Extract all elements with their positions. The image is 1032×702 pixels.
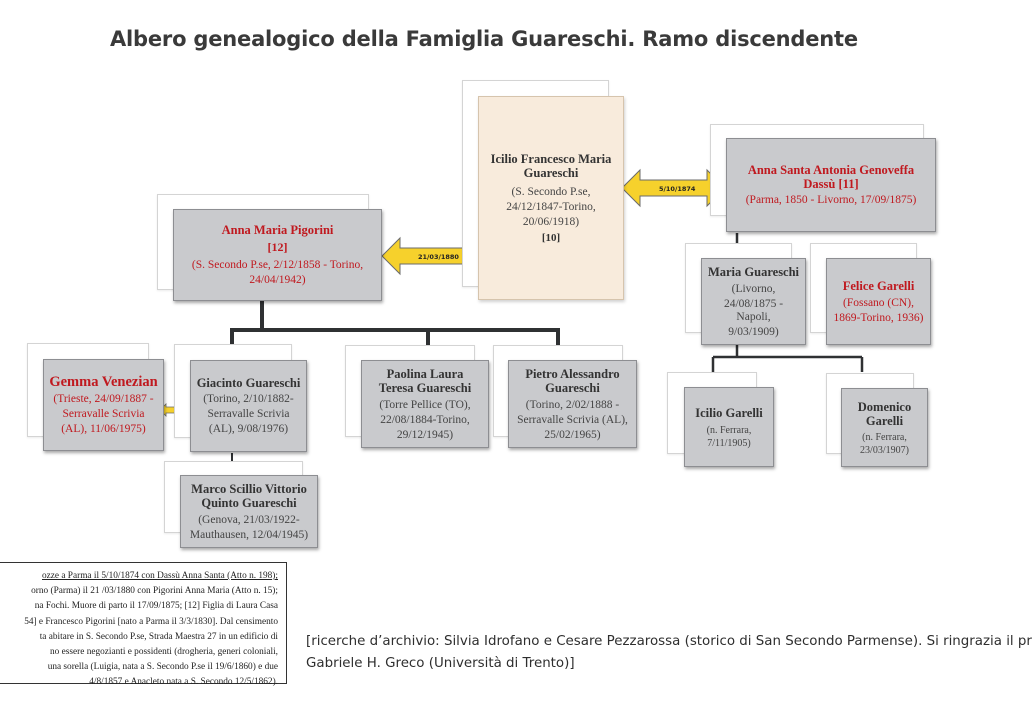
person-dates: 23/03/1907)	[860, 444, 909, 456]
person-name: Icilio Garelli	[695, 405, 763, 420]
person-dates: 25/02/1965)	[544, 428, 601, 441]
notes-box: ozze a Parma il 5/10/1874 con Dassù Anna…	[0, 562, 287, 687]
person-name: Anna Santa Antonia Genoveffa	[747, 163, 915, 177]
person-name: Domenico	[857, 399, 912, 414]
person-ref: [12]	[267, 240, 288, 254]
person-dates: 9/03/1909)	[728, 325, 779, 338]
person-dates: (Fossano (CN),	[843, 296, 914, 309]
credits-line: Gabriele H. Greco (Università di Trento)…	[306, 656, 575, 671]
page-title: Albero genealogico della Famiglia Guares…	[110, 27, 858, 51]
notes-line: ta abitare in S. Secondo P.se, Strada Ma…	[39, 631, 278, 642]
person-dates: (S. Secondo P.se, 2/12/1858 - Torino,	[191, 259, 364, 271]
notes-line: no essere negozianti e possidenti (drogh…	[50, 647, 278, 658]
person-dates: (Parma, 1850 - Livorno, 17/09/1875)	[745, 194, 917, 206]
person-dates: 20/06/1918)	[522, 216, 580, 228]
person-name: Garelli	[865, 413, 904, 428]
person-dates: 7/11/1905)	[707, 437, 751, 449]
person-dates: (n. Ferrara,	[862, 431, 907, 443]
person-dates: (Trieste, 24/09/1887 -	[53, 393, 154, 405]
marriage-date-1880: 21/03/1880	[418, 253, 459, 261]
notes-line: una sorella (Luigia, nata a S. Secondo P…	[47, 662, 278, 673]
person-dates: (AL), 11/06/1975)	[61, 423, 146, 435]
person-dates: (AL), 9/08/1976)	[208, 423, 289, 435]
person-dates: 24/08/1875 - Napoli,	[723, 297, 784, 323]
person-dates: (S. Secondo P.se,	[511, 186, 591, 198]
person-dates: Mauthausen, 12/04/1945)	[189, 528, 309, 541]
notes-line: 4/8/1857 e Anacleto nata a S. Secondo 12…	[89, 677, 278, 688]
person-dates: 29/12/1945)	[396, 428, 454, 441]
person-name: Pietro Alessandro	[525, 366, 620, 381]
person-dates: (Genova, 21/03/1922-	[198, 513, 300, 526]
person-dates: Serravalle Scrivia	[62, 408, 145, 420]
person-dates: 24/04/1942)	[249, 274, 306, 286]
person-name: Dassù [11]	[803, 177, 859, 191]
person-name: Gemma Venezian	[49, 374, 158, 390]
person-dates: Serravalle Scrivia	[207, 408, 290, 420]
person-dates: (n. Ferrara,	[706, 424, 752, 436]
marriage-date-1874: 5/10/1874	[659, 185, 696, 193]
person-dates: Serravalle Scrivia (AL),	[517, 413, 628, 426]
person-dates: (Torino, 2/10/1882-	[203, 393, 294, 405]
person-name: Felice Garelli	[842, 278, 915, 293]
person-name: Quinto Guareschi	[201, 495, 297, 510]
notes-line: na Fochi. Muore di parto il 17/09/1875; …	[34, 601, 278, 612]
person-name: Guareschi	[523, 166, 579, 180]
person-name: Maria Guareschi	[707, 264, 800, 279]
credits: [ricerche d’archivio: Silvia Idrofano e …	[306, 631, 1032, 675]
person-name: Paolina Laura	[386, 366, 464, 381]
person-dates: 22/08/1884-Torino,	[380, 413, 470, 426]
person-name: Giacinto Guareschi	[196, 376, 301, 390]
person-dates: (Torino, 2/02/1888 -	[525, 398, 620, 411]
person-dates: 1869-Torino, 1936)	[833, 311, 924, 324]
person-dates: 24/12/1847-Torino,	[506, 201, 596, 213]
person-dates: (Torre Pellice (TO),	[379, 398, 471, 411]
person-name: Teresa Guareschi	[378, 380, 472, 395]
person-name: Guareschi	[545, 380, 600, 395]
person-name: Icilio Francesco Maria	[490, 152, 612, 166]
notes-line: 54] e Francesco Pigorini [nato a Parma i…	[24, 616, 278, 627]
credits-line: [ricerche d’archivio: Silvia Idrofano e …	[306, 634, 1032, 649]
person-name: Marco Scillio Vittorio	[191, 481, 307, 496]
notes-line: orno (Parma) il 21 /03/1880 con Pigorini…	[31, 586, 278, 597]
person-name: Anna Maria Pigorini	[221, 223, 334, 237]
person-dates: (Livorno,	[731, 282, 776, 295]
person-ref: [10]	[541, 232, 561, 244]
notes-line: ozze a Parma il 5/10/1874 con Dassù Anna…	[42, 571, 278, 581]
